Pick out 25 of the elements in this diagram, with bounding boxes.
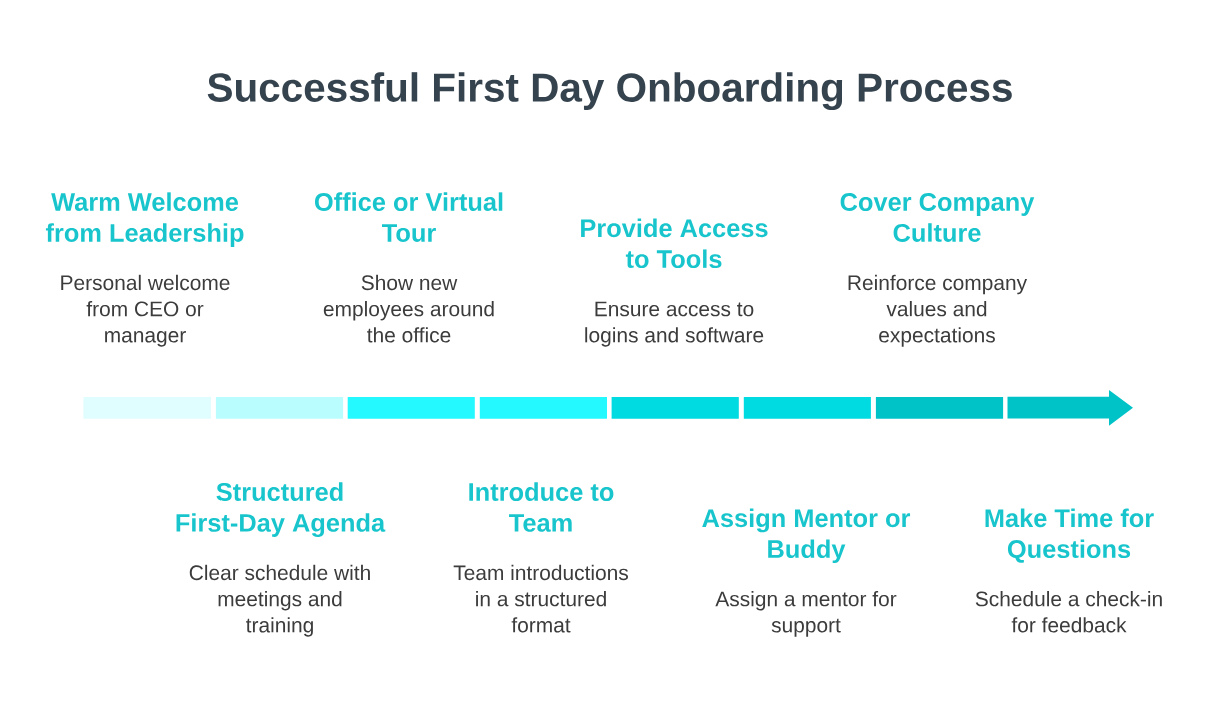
step-description: Schedule a check-in for feedback (975, 591, 1162, 633)
step-heading: Warm Welcome from Leadership (45, 192, 244, 247)
timeline-segment (83, 397, 211, 419)
step-heading: Cover Company Culture (840, 193, 1035, 242)
step-heading: Office or Virtual Tour (315, 192, 503, 242)
step-description: Clear schedule with meetings and training (189, 564, 370, 637)
timeline-segment (479, 397, 607, 419)
timeline-segment (875, 397, 1004, 419)
timeline-segment (743, 397, 871, 419)
step-description: Assign a mentor for support (715, 591, 897, 637)
timeline-segment (215, 397, 344, 419)
timeline-segment (347, 397, 475, 419)
title: Successful First Day Onboarding Process (207, 72, 1012, 111)
step-heading: Provide Access to Tools (581, 218, 768, 269)
step-description: Ensure access to logins and software (585, 301, 764, 347)
step-heading: Make Time for Questions (985, 508, 1154, 563)
timeline-arrow (1007, 390, 1133, 426)
step-description: Personal welcome from CEO or manager (61, 274, 230, 347)
step-heading: Structured First-Day Agenda (176, 482, 386, 537)
step-heading: Assign Mentor or Buddy (702, 508, 911, 564)
step-description: Show new employees around the office (323, 274, 494, 343)
step-description: Team introductions in a structured format (453, 564, 628, 633)
step-description: Reinforce company values and expectations (848, 274, 1028, 347)
timeline-segment (611, 397, 739, 419)
step-heading: Introduce to Team (469, 482, 614, 532)
